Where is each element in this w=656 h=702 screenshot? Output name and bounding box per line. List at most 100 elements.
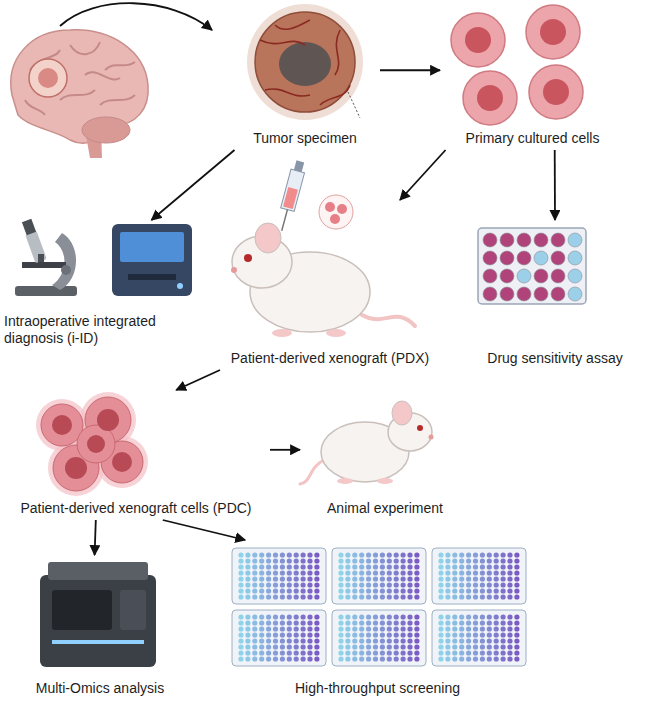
screening-plate [345, 644, 350, 649]
screening-plate [245, 650, 250, 655]
screening-plate [373, 656, 378, 661]
tumor-illustration [279, 42, 331, 86]
screening-plate [507, 558, 512, 563]
cell-cluster [52, 415, 72, 435]
screening-plate [407, 552, 412, 557]
screening-plate [473, 564, 478, 569]
screening-plate [438, 594, 443, 599]
screening-plate [438, 638, 443, 643]
screening-plate [380, 582, 385, 587]
screening-plate [487, 638, 492, 643]
screening-plate [501, 614, 506, 619]
screening-plate [480, 638, 485, 643]
well-plate [534, 233, 548, 247]
screening-plate [259, 656, 264, 661]
screening-plate [366, 614, 371, 619]
screening-plate [259, 588, 264, 593]
screening-plate [273, 570, 278, 575]
screening-plate [314, 594, 319, 599]
screening-plate [494, 576, 499, 581]
microscope-icon [38, 254, 44, 262]
screening-plate [452, 614, 457, 619]
screening-plate [338, 594, 343, 599]
screening-plate [401, 570, 406, 575]
screening-plate [401, 632, 406, 637]
screening-plate [459, 644, 464, 649]
screening-plate [387, 594, 392, 599]
screening-plate [294, 632, 299, 637]
analyzer-icon [112, 224, 192, 296]
screening-plate [487, 564, 492, 569]
screening-plate [438, 588, 443, 593]
screening-plate [459, 582, 464, 587]
screening-plate [238, 644, 243, 649]
screening-plate [294, 626, 299, 631]
tumor-illustration [247, 4, 363, 120]
screening-plate [480, 614, 485, 619]
step-label: Patient-derived xenograft (PDX) [231, 350, 429, 367]
screening-plate [373, 614, 378, 619]
screening-plate [480, 650, 485, 655]
screening-plate [280, 582, 285, 587]
screening-plate [314, 588, 319, 593]
screening-plate [438, 632, 443, 637]
screening-plate [359, 632, 364, 637]
screening-plate [252, 632, 257, 637]
screening-plate [352, 570, 357, 575]
screening-plate [345, 552, 350, 557]
screening-plate [414, 614, 419, 619]
screening-plate [407, 588, 412, 593]
screening-plate [494, 588, 499, 593]
screening-plate [494, 570, 499, 575]
screening-plate [407, 656, 412, 661]
screening-plate [280, 564, 285, 569]
screening-plate [380, 576, 385, 581]
cell-illustration [451, 13, 505, 67]
screening-plate [301, 582, 306, 587]
screening-plate [445, 582, 450, 587]
screening-plate [407, 650, 412, 655]
screening-plate [259, 558, 264, 563]
screening-plate [252, 552, 257, 557]
screening-plate [473, 582, 478, 587]
step-label: High-throughput screening [295, 680, 460, 697]
mouse-illustration [429, 435, 434, 440]
step-label: Tumor specimen [253, 130, 357, 147]
brain-illustration [11, 30, 148, 143]
screening-plate [245, 620, 250, 625]
screening-plate [480, 626, 485, 631]
screening-plate [473, 614, 478, 619]
screening-plate [501, 564, 506, 569]
sequencer-icon [40, 575, 156, 667]
step-label: Intraoperative integrated diagnosis (i-I… [4, 313, 196, 347]
screening-plate [514, 588, 519, 593]
screening-plate [273, 650, 278, 655]
screening-plate [487, 614, 492, 619]
flow-arrow [400, 150, 446, 200]
screening-plate [238, 614, 243, 619]
screening-plate [414, 644, 419, 649]
screening-plate [287, 564, 292, 569]
screening-plate [401, 656, 406, 661]
screening-plate [452, 656, 457, 661]
workflow-step: Primary cultured cells [440, 5, 625, 150]
well-plate [568, 287, 582, 301]
screening-plate [438, 650, 443, 655]
screening-plate [459, 570, 464, 575]
screening-plate [301, 632, 306, 637]
well-plate [517, 287, 531, 301]
screening-plate [514, 632, 519, 637]
well-plate [551, 269, 565, 283]
screening-plate [259, 632, 264, 637]
screening-plate [352, 650, 357, 655]
screening-plate [314, 558, 319, 563]
workflow-step: Multi-Omics analysis [10, 555, 190, 700]
screening-plate [445, 638, 450, 643]
screening-plate [352, 644, 357, 649]
screening-plate [394, 638, 399, 643]
screening-plate [438, 614, 443, 619]
screening-plate [438, 564, 443, 569]
screening-plate [380, 644, 385, 649]
screening-plate [387, 620, 392, 625]
